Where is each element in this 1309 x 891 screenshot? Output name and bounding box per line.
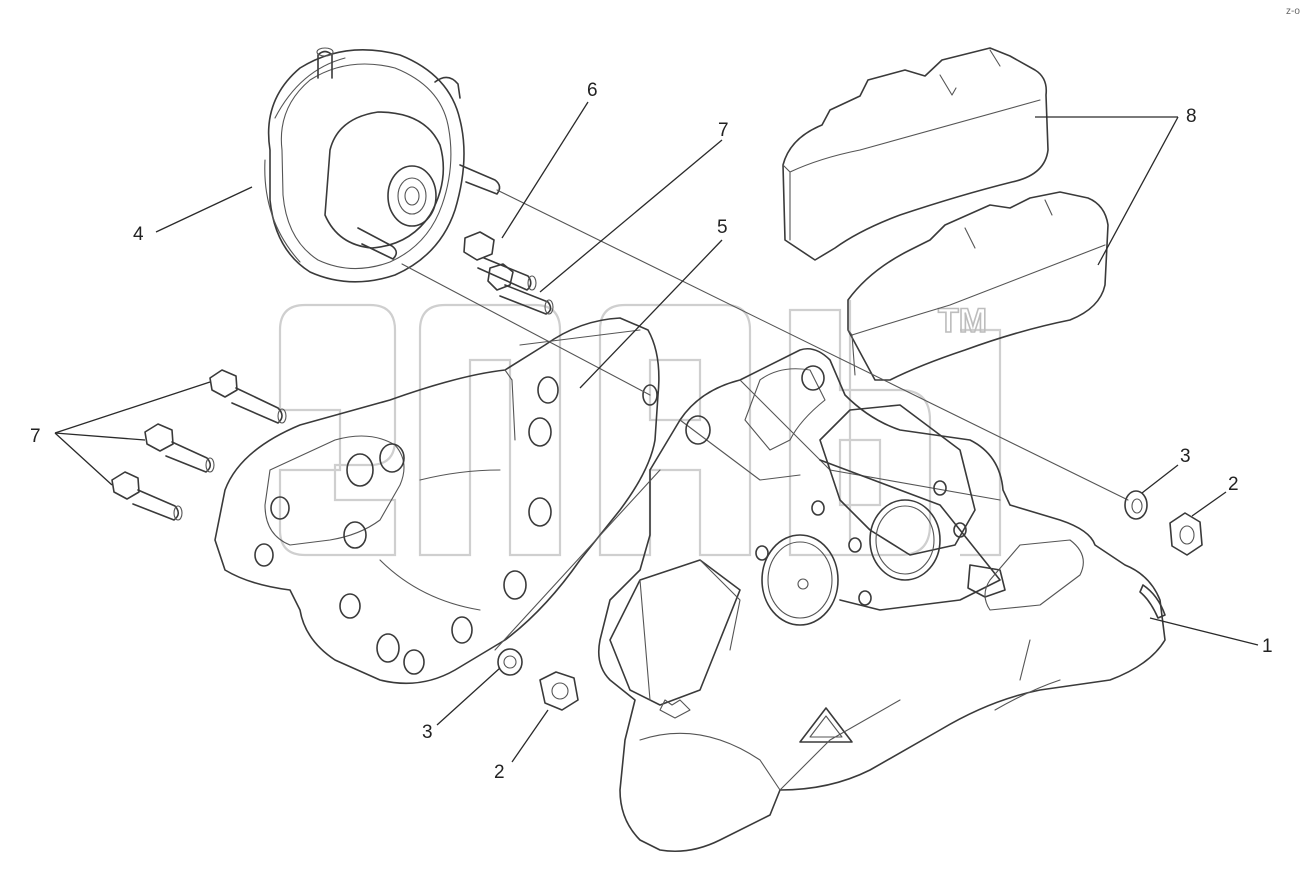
nut-2-right: [1169, 512, 1203, 556]
label-7b: 7: [30, 426, 41, 447]
label-8: 8: [1186, 106, 1197, 127]
label-3b: 3: [422, 722, 433, 743]
label-3a: 3: [1180, 446, 1191, 467]
trademark-text: TM: [938, 302, 987, 340]
washer-3-right: [1124, 490, 1148, 520]
corner-mark: z-o: [1286, 6, 1300, 17]
leader-lines: [54, 101, 1259, 763]
washer-3-bottom: [497, 648, 523, 676]
caliper-carrier: [214, 317, 660, 685]
assembly-axis-lines: [401, 189, 1129, 651]
label-5: 5: [717, 217, 728, 238]
bolt-7-top: [487, 263, 554, 315]
label-4: 4: [133, 224, 144, 245]
label-1: 1: [1262, 636, 1273, 657]
bolt-6: [463, 231, 537, 291]
caliper-housing: [597, 347, 1166, 853]
nut-2-bottom: [539, 671, 579, 711]
brake-chamber: [264, 47, 501, 283]
label-6: 6: [587, 80, 598, 101]
watermark-logo: TM: [278, 300, 1002, 557]
label-7a: 7: [718, 120, 729, 141]
callout-labels: 1 2 2 3 3 4 5 6 7 7 8: [30, 80, 1273, 783]
bolts-7-left: [111, 369, 287, 521]
label-2b: 2: [494, 762, 505, 783]
brake-pads: [782, 47, 1109, 381]
label-2a: 2: [1228, 474, 1239, 495]
